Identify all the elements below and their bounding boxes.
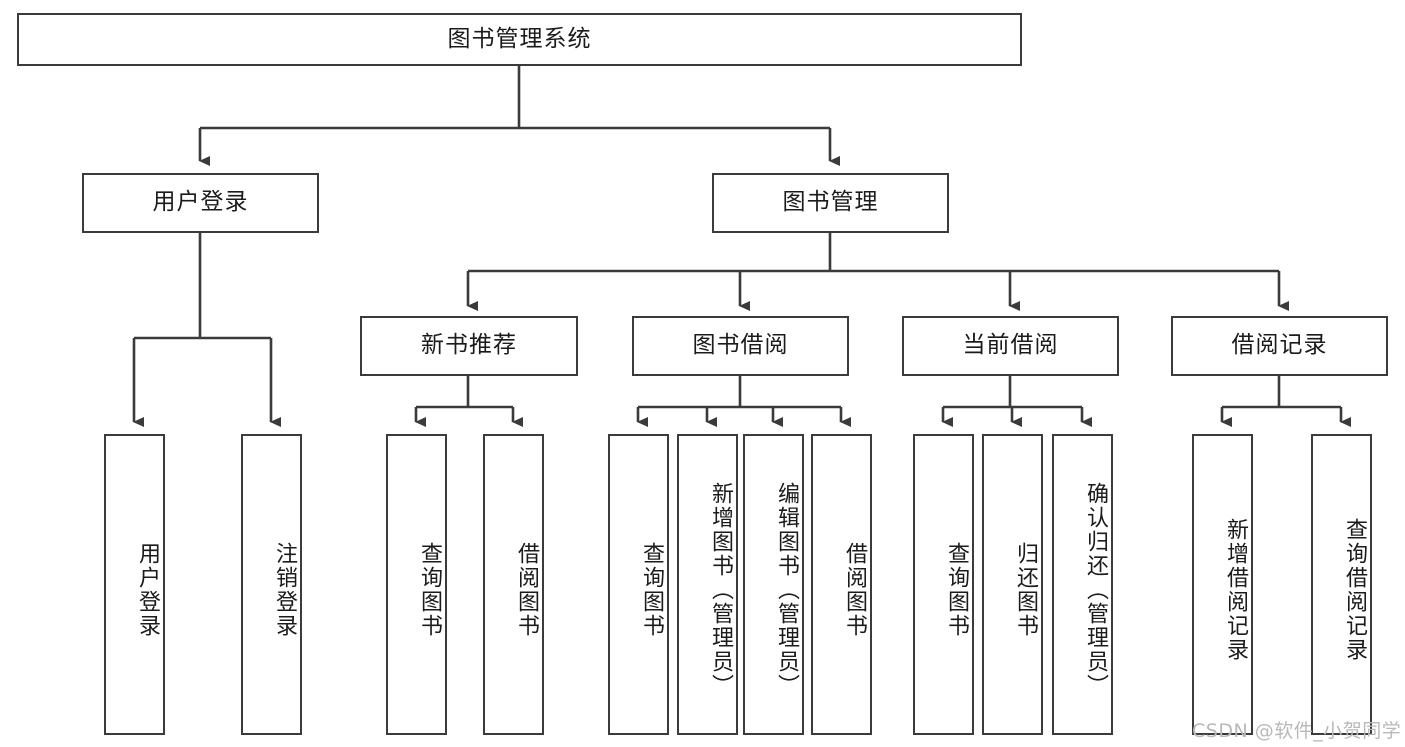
node-leaf-confirm-return-label: 确认归还（管理员） — [1083, 481, 1108, 698]
node-book-borrow[interactable]: 图书借阅 — [632, 316, 849, 376]
node-leaf-edit-book-label: 编辑图书（管理员） — [774, 481, 799, 698]
node-leaf-recommend-borrow-book[interactable]: 借阅图书 — [483, 434, 544, 735]
node-leaf-return-book-label: 归还图书 — [1013, 541, 1038, 638]
node-leaf-logout[interactable]: 注销登录 — [241, 434, 302, 735]
node-leaf-user-login[interactable]: 用户登录 — [104, 434, 165, 735]
node-root[interactable]: 图书管理系统 — [17, 13, 1022, 66]
csdn-watermark: CSDN @软件_小贺同学 — [1192, 720, 1402, 742]
node-leaf-borrow-book[interactable]: 借阅图书 — [811, 434, 872, 735]
node-leaf-logout-label: 注销登录 — [272, 541, 297, 638]
node-leaf-add-book[interactable]: 新增图书（管理员） — [677, 434, 738, 735]
node-leaf-edit-book[interactable]: 编辑图书（管理员） — [743, 434, 804, 735]
node-leaf-user-login-label: 用户登录 — [135, 541, 160, 638]
node-borrow-record-label: 借阅记录 — [1231, 332, 1328, 359]
node-leaf-confirm-return[interactable]: 确认归还（管理员） — [1052, 434, 1113, 735]
node-leaf-borrow-query-book[interactable]: 查询图书 — [608, 434, 669, 735]
node-leaf-query-borrow-record[interactable]: 查询借阅记录 — [1311, 434, 1372, 735]
node-leaf-recommend-query-book-label: 查询图书 — [417, 541, 442, 638]
node-book-manage-label: 图书管理 — [782, 189, 879, 216]
node-leaf-add-borrow-record-label: 新增借阅记录 — [1223, 517, 1248, 662]
node-leaf-borrow-query-book-label: 查询图书 — [639, 541, 664, 638]
node-leaf-recommend-query-book[interactable]: 查询图书 — [386, 434, 447, 735]
node-root-label: 图书管理系统 — [447, 25, 592, 52]
node-leaf-recommend-borrow-book-label: 借阅图书 — [514, 541, 539, 638]
node-leaf-add-book-label: 新增图书（管理员） — [708, 481, 733, 698]
node-leaf-current-query-book-label: 查询图书 — [944, 541, 969, 638]
node-current-borrow-label: 当前借阅 — [962, 332, 1059, 359]
node-book-manage[interactable]: 图书管理 — [712, 173, 949, 233]
node-leaf-current-query-book[interactable]: 查询图书 — [913, 434, 974, 735]
node-leaf-add-borrow-record[interactable]: 新增借阅记录 — [1192, 434, 1253, 735]
node-current-borrow[interactable]: 当前借阅 — [902, 316, 1119, 376]
node-new-book-recommend-label: 新书推荐 — [421, 332, 517, 359]
node-leaf-return-book[interactable]: 归还图书 — [982, 434, 1043, 735]
node-new-book-recommend[interactable]: 新书推荐 — [360, 316, 578, 376]
node-user-login-label: 用户登录 — [152, 189, 249, 216]
node-leaf-query-borrow-record-label: 查询借阅记录 — [1342, 517, 1367, 662]
node-leaf-borrow-book-label: 借阅图书 — [842, 541, 867, 638]
node-book-borrow-label: 图书借阅 — [692, 332, 789, 359]
node-user-login[interactable]: 用户登录 — [82, 173, 319, 233]
node-borrow-record[interactable]: 借阅记录 — [1171, 316, 1388, 376]
